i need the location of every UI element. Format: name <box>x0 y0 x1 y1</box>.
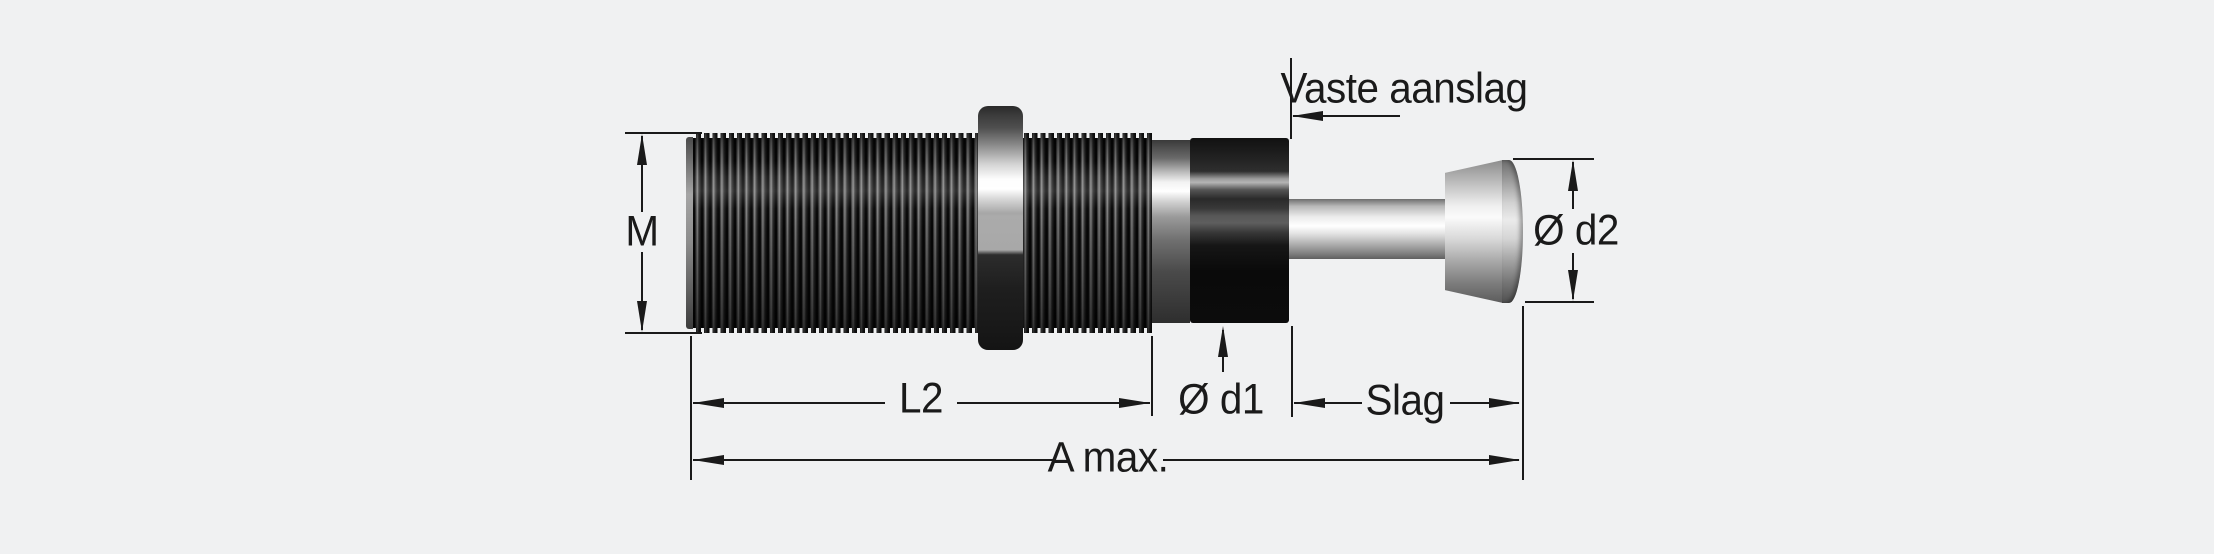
label-stroke: Slag <box>1365 376 1445 425</box>
piston-rod <box>1288 199 1448 259</box>
dim-l2 <box>693 336 1153 416</box>
dim-vaste-aanslag <box>1290 58 1400 139</box>
dim-d2 <box>1513 158 1594 303</box>
rod-end-cap-rim <box>1502 160 1523 303</box>
label-thread-size: M <box>625 207 659 256</box>
dim-m <box>625 132 702 334</box>
dim-slag <box>1291 326 1520 417</box>
label-cap-diameter: Ø d2 <box>1533 206 1619 255</box>
label-body-diameter: Ø d1 <box>1178 375 1264 424</box>
label-fixed-stop: Vaste aanslag <box>1280 64 1528 113</box>
label-overall-length: A max. <box>1047 433 1169 482</box>
rod-end-cap-cone <box>1445 160 1503 303</box>
thread-end-face <box>686 137 696 329</box>
dim-a-max <box>690 306 1524 480</box>
outer-body-collar <box>1190 138 1289 323</box>
label-body-length: L2 <box>898 374 944 423</box>
dim-d1 <box>1218 326 1228 372</box>
hex-lock-nut <box>978 106 1023 350</box>
transition-ring <box>1152 140 1190 323</box>
threaded-body <box>693 133 1152 333</box>
